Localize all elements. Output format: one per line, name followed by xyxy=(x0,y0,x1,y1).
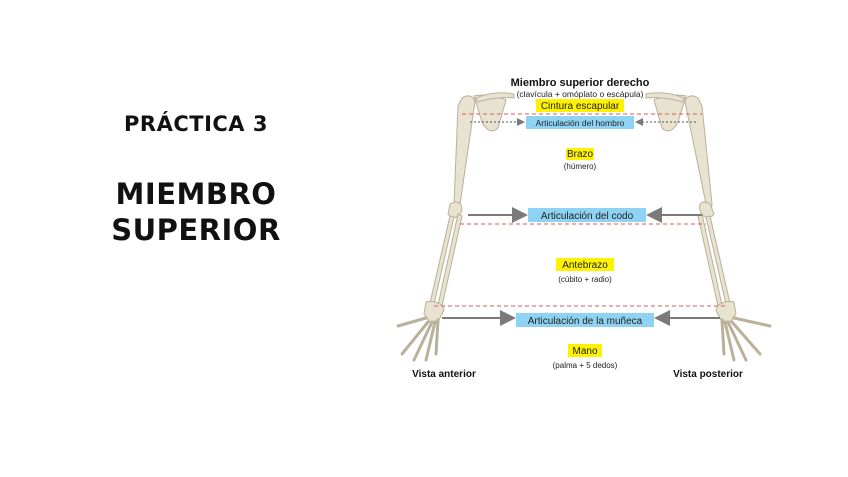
arm-note: (húmero) xyxy=(564,162,597,171)
hand-label: Mano xyxy=(572,346,597,357)
arm-label: Brazo xyxy=(567,149,594,160)
figure-title: Miembro superior derecho xyxy=(511,77,650,89)
upper-limb-diagram: Miembro superior derecho (clavícula + om… xyxy=(380,64,780,394)
slide-title-block: PRÁCTICA 3 MIEMBRO SUPERIOR xyxy=(96,112,296,248)
left-finger-1 xyxy=(398,318,426,326)
forearm-note: (cúbito + radio) xyxy=(558,275,612,284)
hand-note: (palma + 5 dedos) xyxy=(553,361,618,370)
subject-title-line2: SUPERIOR xyxy=(96,212,296,248)
right-finger-5 xyxy=(722,320,724,354)
posterior-arm-bones xyxy=(646,93,736,322)
anterior-arm-bones xyxy=(424,93,514,322)
practice-label: PRÁCTICA 3 xyxy=(96,112,296,136)
posterior-fingers xyxy=(722,318,770,360)
right-finger-1 xyxy=(734,318,770,326)
anterior-view-label: Vista anterior xyxy=(412,369,476,380)
left-humerus-bone xyxy=(454,96,475,209)
figure-subtitle: (clavícula + omóplato o escápula) xyxy=(517,89,644,99)
anterior-fingers xyxy=(398,318,438,360)
shoulder-joint-label: Articulación del hombro xyxy=(536,118,625,128)
right-humerus-bone xyxy=(685,96,712,209)
upper-limb-svg: Miembro superior derecho (clavícula + om… xyxy=(380,64,780,394)
wrist-joint-label: Articulación de la muñeca xyxy=(528,316,643,327)
elbow-joint-label: Articulación del codo xyxy=(541,211,634,222)
posterior-view-label: Vista posterior xyxy=(673,369,743,380)
left-finger-5 xyxy=(436,320,438,354)
girdle-label: Cintura escapular xyxy=(541,101,620,112)
subject-title-line1: MIEMBRO xyxy=(96,176,296,212)
forearm-label: Antebrazo xyxy=(562,260,608,271)
